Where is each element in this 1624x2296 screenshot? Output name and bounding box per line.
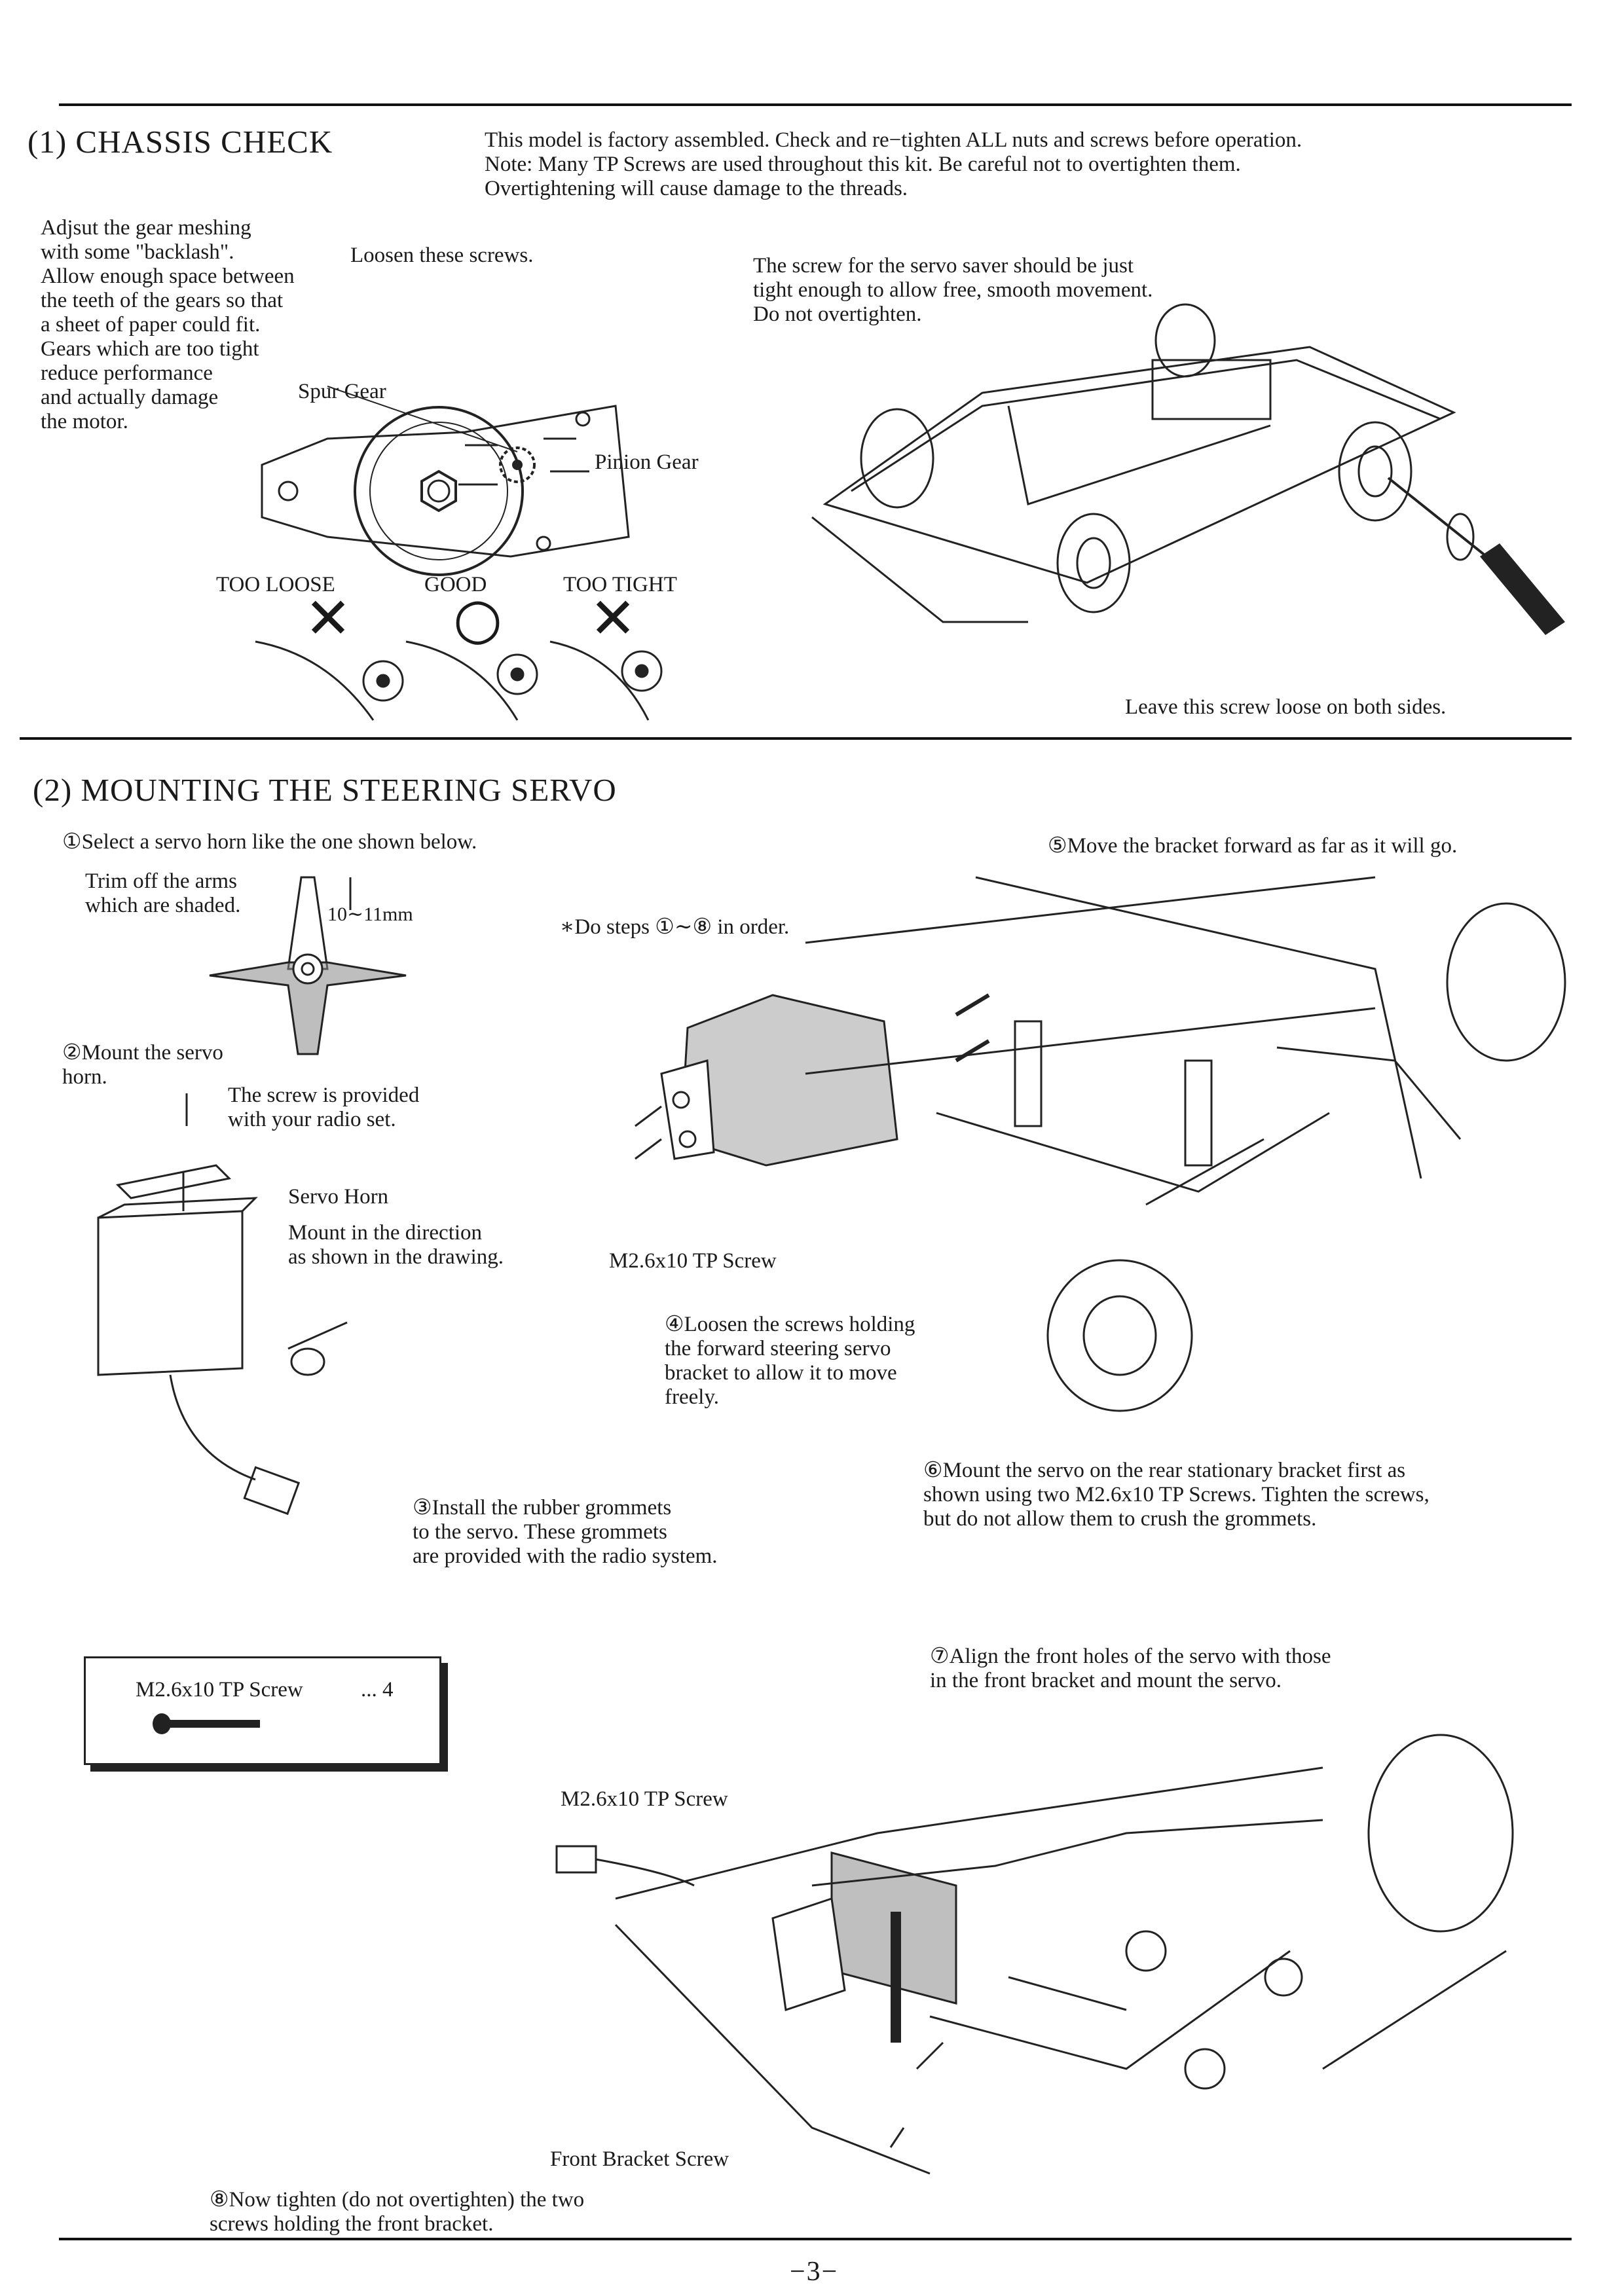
step-1: ①Select a servo horn like the one shown … <box>62 830 477 854</box>
page-number: −3− <box>790 2257 839 2287</box>
too-loose-label: TOO LOOSE <box>216 573 335 596</box>
parts-box-name: M2.6x10 TP Screw <box>136 1678 303 1702</box>
servo-horn-label: Servo Horn <box>288 1185 389 1209</box>
servo-left-illustration <box>97 1093 348 1516</box>
direction-note: Mount in the direction as shown in the d… <box>288 1221 504 1269</box>
parts-box: M2.6x10 TP Screw ... 4 <box>84 1656 441 1765</box>
section1-intro: This model is factory assembled. Check a… <box>485 128 1302 200</box>
trim-note: Trim off the arms which are shaded. <box>85 869 241 917</box>
step-7: ⑦Align the front holes of the servo with… <box>930 1645 1331 1692</box>
servo-horn-illustration <box>209 876 407 1055</box>
step-5: ⑤Move the bracket forward as far as it w… <box>1048 834 1458 858</box>
section-divider <box>20 737 1572 740</box>
too-tight-mark: ✕ <box>589 586 637 651</box>
front-bracket-screw-label: Front Bracket Screw <box>550 2147 729 2171</box>
tp-screw-label-2: M2.6x10 TP Screw <box>561 1787 728 1811</box>
good-mark: ○ <box>453 586 503 651</box>
step-8: ⑧Now tighten (do not overtighten) the tw… <box>210 2188 585 2236</box>
pinion-gear-label: Pinion Gear <box>595 450 699 474</box>
servo-mount-illustration <box>635 876 1566 1412</box>
gear-mesh-examples <box>255 640 663 721</box>
bottom-rule <box>59 2238 1572 2240</box>
gear-meshing-note: Adjsut the gear meshing with some "backl… <box>41 216 295 433</box>
servo-final-illustration <box>555 1734 1514 2175</box>
step-4: ④Loosen the screws holding the forward s… <box>665 1313 915 1409</box>
dimension-label: 10∼11mm <box>327 903 413 925</box>
loosen-screws-label: Loosen these screws. <box>350 244 534 267</box>
too-tight-label: TOO TIGHT <box>563 573 677 596</box>
too-loose-mark: ✕ <box>304 586 352 651</box>
tp-screw-icon <box>153 1713 260 1734</box>
order-note: ∗Do steps ①∼⑧ in order. <box>560 915 790 939</box>
good-label: GOOD <box>424 573 487 596</box>
step-6: ⑥Mount the servo on the rear stationary … <box>923 1459 1430 1531</box>
section1-title: (1) CHASSIS CHECK <box>28 124 333 160</box>
section2-title: (2) MOUNTING THE STEERING SERVO <box>33 772 617 808</box>
step-3: ③Install the rubber grommets to the serv… <box>413 1496 718 1568</box>
servo-saver-note: The screw for the servo saver should be … <box>753 254 1153 326</box>
parts-box-qty: ... 4 <box>361 1678 394 1702</box>
screw-provided-note: The screw is provided with your radio se… <box>228 1084 420 1131</box>
tp-screw-label: M2.6x10 TP Screw <box>609 1249 777 1273</box>
gear-mesh-illustration <box>261 386 630 576</box>
step-2: ②Mount the servo horn. <box>62 1041 223 1089</box>
top-rule <box>59 103 1572 106</box>
chassis-illustration <box>811 303 1565 635</box>
loose-screw-note: Leave this screw loose on both sides. <box>1125 695 1447 719</box>
